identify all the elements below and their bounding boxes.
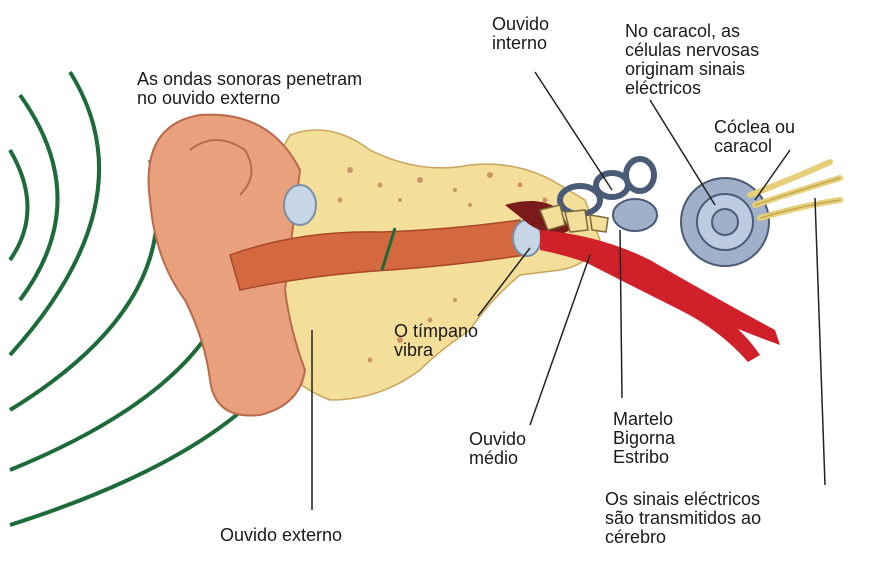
label-ossicles: Martelo Bigorna Estribo xyxy=(613,410,675,467)
incus xyxy=(565,210,588,232)
label-inner-ear-line-1: Ouvido xyxy=(492,15,549,34)
leader-middle-ear xyxy=(530,255,590,425)
label-inner-ear: Ouvido interno xyxy=(492,15,549,53)
label-sound-waves-line-2: no ouvido externo xyxy=(137,89,362,108)
leader-cochlea-signals xyxy=(650,100,715,205)
label-eardrum-line-2: vibra xyxy=(394,341,478,360)
label-middle-ear: Ouvido médio xyxy=(469,430,526,468)
label-ossicles-line-2: Bigorna xyxy=(613,429,675,448)
label-cochlea: Cóclea ou caracol xyxy=(714,118,795,156)
label-eardrum-line-1: O tímpano xyxy=(394,322,478,341)
label-inner-ear-line-2: interno xyxy=(492,34,549,53)
label-middle-ear-line-1: Ouvido xyxy=(469,430,526,449)
label-cochlea-signals-line-4: eléctricos xyxy=(625,79,759,98)
vestibule xyxy=(613,199,657,231)
label-outer-ear: Ouvido externo xyxy=(220,526,342,545)
label-ossicles-line-1: Martelo xyxy=(613,410,675,429)
label-cochlea-signals-line-2: células nervosas xyxy=(625,41,759,60)
label-signals-brain-line-2: são transmitidos ao xyxy=(605,509,761,528)
label-middle-ear-line-2: médio xyxy=(469,449,526,468)
label-cochlea-line-2: caracol xyxy=(714,137,795,156)
label-signals-brain: Os sinais eléctricos são transmitidos ao… xyxy=(605,490,761,547)
label-cochlea-line-1: Cóclea ou xyxy=(714,118,795,137)
label-cochlea-signals: No caracol, as células nervosas originam… xyxy=(625,22,759,98)
stapes xyxy=(590,215,608,232)
label-ossicles-line-3: Estribo xyxy=(613,448,675,467)
label-sound-waves: As ondas sonoras penetram no ouvido exte… xyxy=(137,70,362,108)
vessel-2 xyxy=(585,250,760,362)
label-sound-waves-line-1: As ondas sonoras penetram xyxy=(137,70,362,89)
leader-inner-ear xyxy=(535,72,612,190)
sound-wave-3 xyxy=(10,72,99,355)
sound-wave-1 xyxy=(10,150,28,260)
label-signals-brain-line-3: cérebro xyxy=(605,528,761,547)
label-cochlea-signals-line-1: No caracol, as xyxy=(625,22,759,41)
leader-signals-brain xyxy=(815,198,825,485)
ear-lobe-hole xyxy=(284,185,316,225)
label-cochlea-signals-line-3: originam sinais xyxy=(625,60,759,79)
cochlea-inner xyxy=(712,209,738,235)
label-eardrum: O tímpano vibra xyxy=(394,322,478,360)
label-outer-ear-line-1: Ouvido externo xyxy=(220,526,342,545)
semicircular-canal-3 xyxy=(626,159,654,191)
label-signals-brain-line-1: Os sinais eléctricos xyxy=(605,490,761,509)
